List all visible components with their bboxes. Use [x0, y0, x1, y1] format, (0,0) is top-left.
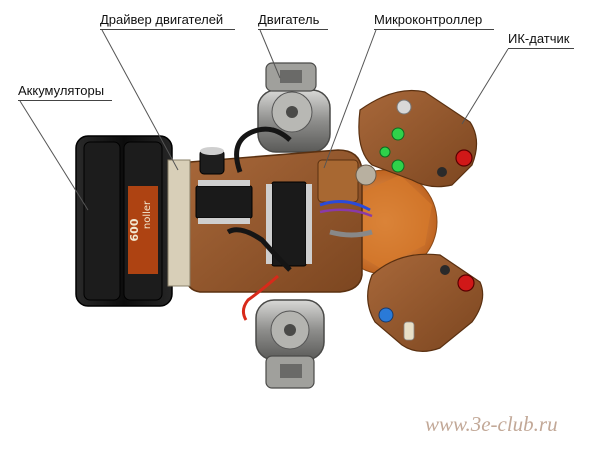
- motor-bottom: [255, 299, 325, 389]
- label-batteries: Аккумуляторы: [18, 83, 105, 98]
- battery-pack: 600 noller: [75, 135, 191, 307]
- wires: [226, 126, 373, 321]
- underline-ir: [508, 48, 574, 49]
- label-motor: Двигатель: [258, 12, 320, 27]
- ir-sensor-board-bottom: [367, 253, 484, 352]
- underline-motor: [258, 29, 328, 30]
- watermark-text: www.3e-club.ru: [425, 412, 558, 436]
- label-ir-sensor: ИК-датчик: [508, 31, 570, 46]
- ir-sensor-board-top: [358, 89, 478, 188]
- battery-capacity-text: 600: [128, 218, 141, 241]
- label-motor-driver: Драйвер двигателей: [100, 12, 224, 27]
- underline-battery: [18, 100, 112, 101]
- underline-driver: [100, 29, 235, 30]
- driver-chip: [195, 180, 253, 224]
- label-microcontroller: Микроконтроллер: [374, 12, 483, 27]
- motor-top: [257, 62, 331, 153]
- green-leds: [379, 127, 405, 173]
- underline-mcu: [374, 29, 494, 30]
- capacitor: [199, 147, 225, 175]
- battery-brand-text: noller: [142, 200, 153, 229]
